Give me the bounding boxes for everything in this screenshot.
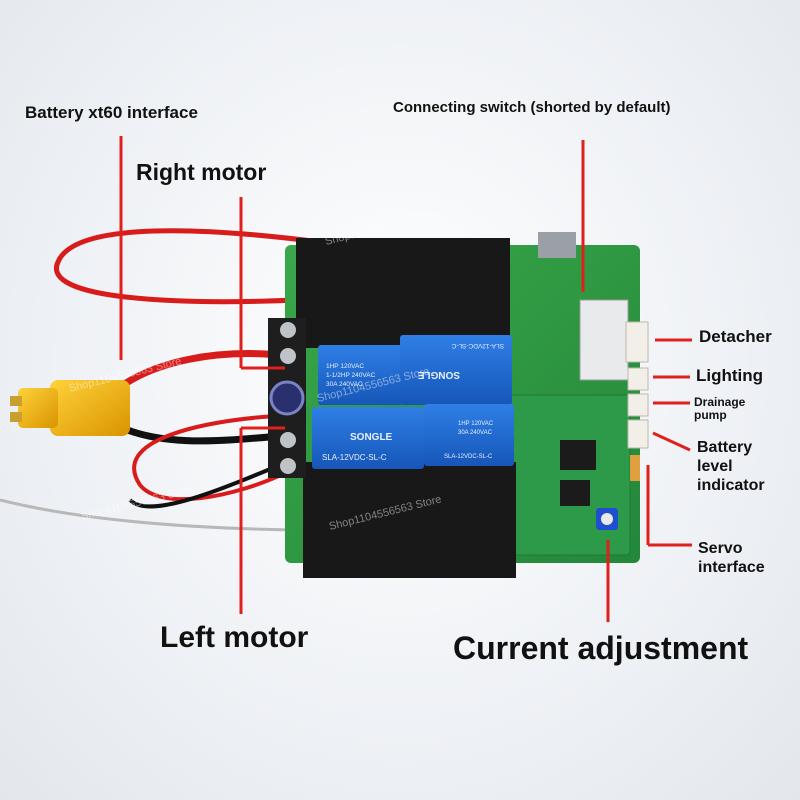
jst-connectors <box>625 321 649 449</box>
relay-top-right <box>400 335 512 405</box>
lighting-label: Lighting <box>696 366 764 385</box>
sub-board <box>499 394 631 556</box>
relay-text-3: 30A 240VAC <box>326 381 363 388</box>
xt60-connector <box>10 380 130 436</box>
drainage-pump-label-line1: Drainage <box>694 395 746 409</box>
ic-chip <box>560 440 596 470</box>
bottom-heatsink <box>303 462 516 578</box>
heatsink-fins <box>579 299 629 381</box>
relay-brand-2: SONGLE <box>350 432 393 443</box>
battery-level-label-line1: Battery <box>697 439 753 456</box>
output-red-wire <box>132 413 293 502</box>
detacher-label: Detacher <box>699 327 772 346</box>
relay-text-6: 30A 240VAC <box>458 430 493 436</box>
potentiometer-knob <box>601 513 613 525</box>
battery-xt60-label: Battery xt60 interface <box>25 103 198 122</box>
relay-text-5: 1HP 120VAC <box>458 421 494 427</box>
annotation-lines <box>119 136 692 622</box>
relay-brand-1: SONGLE <box>417 369 460 380</box>
relay-model-2: SLA-12VDC-SL-C <box>322 453 387 462</box>
servo-interface-label-line2: interface <box>698 559 765 576</box>
servo-interface-label-line1: Servo <box>698 540 743 557</box>
left-motor-label: Left motor <box>160 621 309 654</box>
relay-text-2: 1-1/2HP 240VAC <box>326 372 376 379</box>
current-adjustment-label: Current adjustment <box>453 630 749 666</box>
ic-chip-2 <box>560 480 590 506</box>
relay-text-1: 1HP 120VAC <box>326 363 364 370</box>
battery-level-label-line3: indicator <box>697 477 765 494</box>
mosfet-top <box>538 232 576 258</box>
relay-bottom-right <box>424 404 514 466</box>
battery-level-label-line2: level <box>697 458 733 475</box>
top-heatsink <box>296 238 510 348</box>
output-black-wire <box>128 458 293 509</box>
servo-header <box>630 455 640 481</box>
right-motor-label: Right motor <box>136 159 267 185</box>
drainage-pump-label-line2: pump <box>694 408 727 422</box>
relay-top-left <box>318 345 403 405</box>
connecting-switch-label: Connecting switch (shorted by default) <box>393 99 671 116</box>
relay-bottom-left <box>312 407 424 469</box>
relay-text-4: SLA-12VDC-SL-C <box>451 342 504 349</box>
capacitor <box>269 380 305 416</box>
antenna-wire <box>0 498 301 532</box>
relay-text-7: SLA-12VDC-SL-C <box>444 454 493 460</box>
